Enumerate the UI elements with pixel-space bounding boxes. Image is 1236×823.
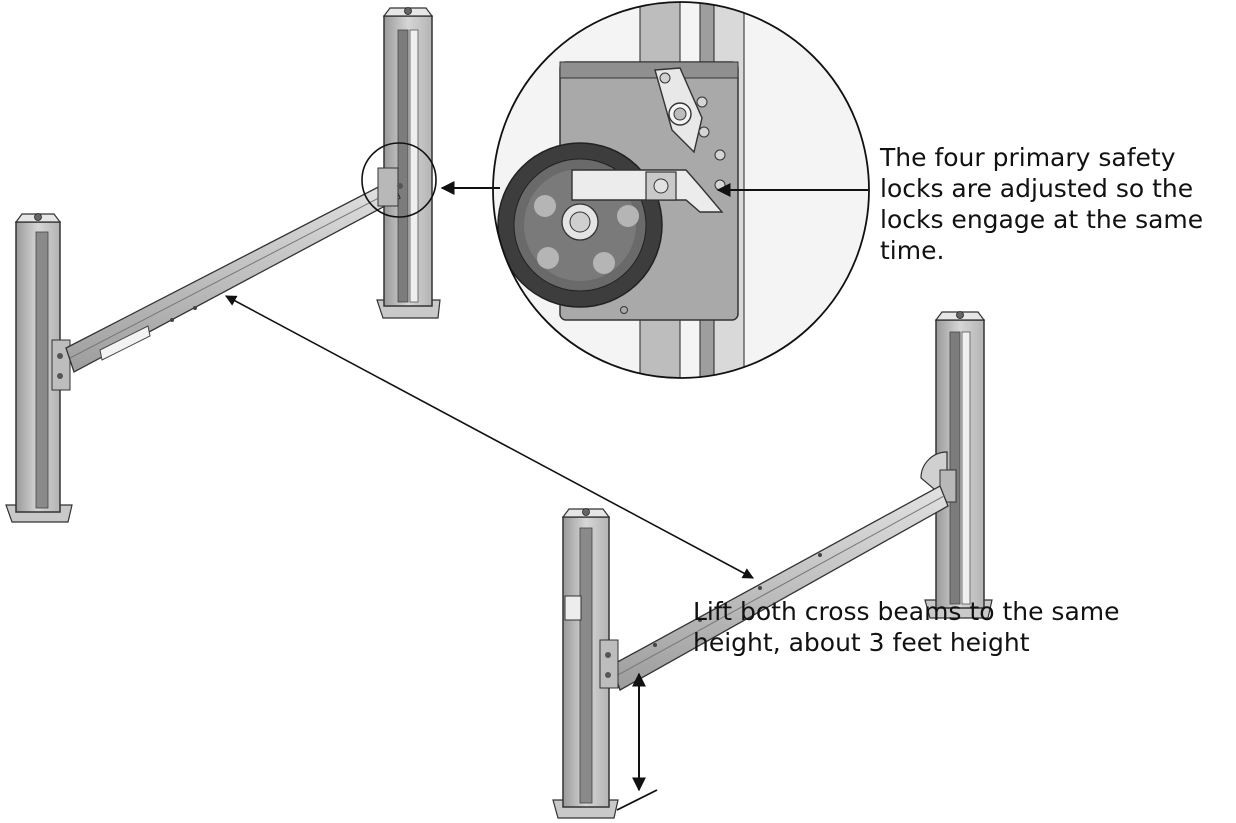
front-right-post: [920, 311, 993, 619]
front-cross-beam: [611, 485, 949, 691]
safety-lock-detail-view: [492, 1, 870, 379]
safety-locks-callout: The four primary safety locks are adjust…: [880, 142, 1203, 266]
callout-line: height, about 3 feet height: [693, 628, 1030, 657]
rear-right-post: [376, 7, 441, 319]
beam-span-arrow: [225, 295, 754, 579]
callout-line: time.: [880, 236, 945, 265]
callout-line: The four primary safety: [880, 143, 1176, 172]
rear-left-post: [5, 213, 73, 523]
callout-line: locks engage at the same: [880, 205, 1204, 234]
floor-reference-line: [616, 789, 658, 811]
lock-highlight-circle: [361, 142, 437, 218]
beam-height-callout: Lift both cross beams to the same height…: [693, 596, 1120, 658]
callout-line: Lift both cross beams to the same: [693, 597, 1120, 626]
front-left-post: [552, 508, 619, 819]
callout-line: locks are adjusted so the: [880, 174, 1194, 203]
rear-cross-beam: [65, 167, 403, 373]
